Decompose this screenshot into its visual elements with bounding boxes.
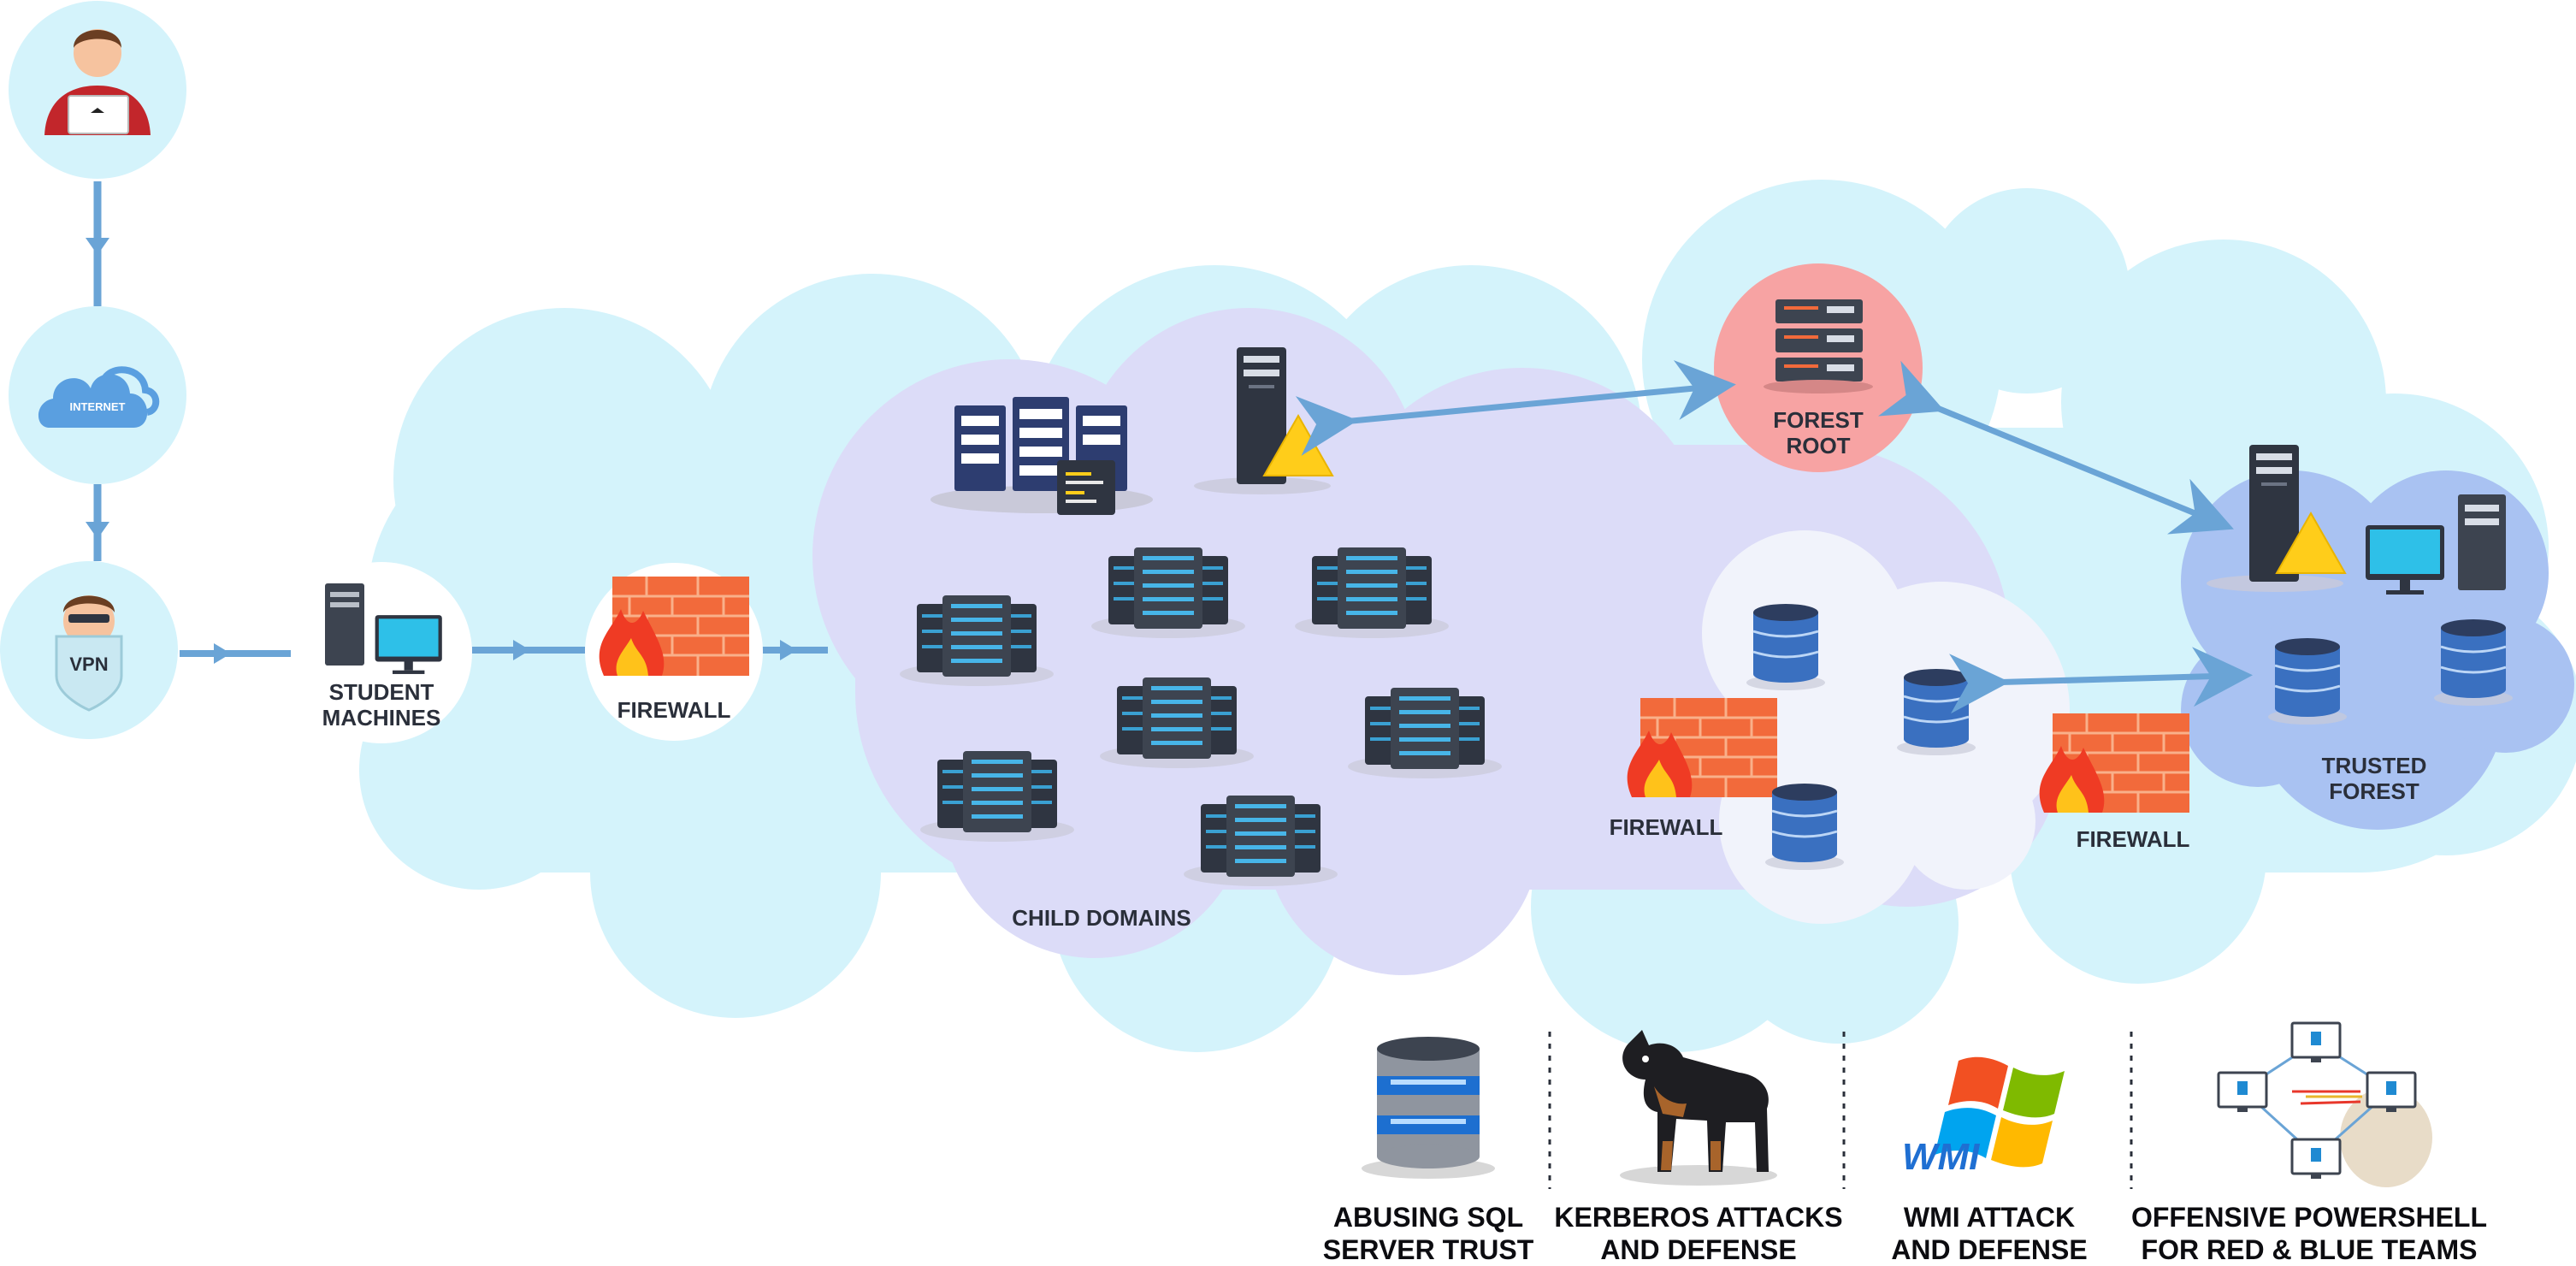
rack-server-icon [900, 595, 1054, 686]
forest-root-label: FOREST ROOT [1773, 407, 1864, 458]
firewall-icon [1626, 696, 1779, 799]
database-icon [1895, 667, 1977, 757]
wmi-logo-text: WMI [1902, 1136, 1980, 1178]
rack-server-icon [1091, 547, 1245, 638]
student-machines-node [291, 562, 472, 743]
database-icon [1764, 782, 1846, 872]
user-node [9, 1, 186, 179]
database-icon [1745, 602, 1827, 692]
doberman-dog-icon [1620, 1030, 1777, 1186]
sql-database-stack-icon [1362, 1037, 1495, 1179]
windows-computer-icon [2217, 1071, 2268, 1112]
firewall-label: FIREWALL [2076, 826, 2190, 852]
course-sql-title: ABUSING SQL SERVER TRUST [1322, 1202, 1534, 1265]
left-connector-lines [86, 181, 109, 561]
internet-node [9, 306, 186, 484]
windows-computer-icon [2366, 1071, 2417, 1112]
desktop-computer-icon [325, 583, 442, 674]
cloud-icon [38, 366, 160, 428]
windows-computer-icon [2290, 1021, 2342, 1062]
flow-arrows [180, 640, 828, 664]
child-domains-label: CHILD DOMAINS [1012, 905, 1191, 931]
trust-arrows [1295, 360, 2253, 714]
user-with-laptop-icon [44, 29, 151, 135]
windows-computer-icon [2290, 1138, 2342, 1179]
vpn-shield-user-icon [55, 595, 123, 712]
rack-server-icon [920, 751, 1074, 842]
rack-server-icon [1100, 677, 1254, 768]
rack-server-icon [1184, 796, 1338, 886]
course-wmi-title: WMI ATTACK AND DEFENSE [1891, 1202, 2088, 1265]
firewall-label: FIREWALL [1609, 814, 1723, 840]
firewall-icon [2038, 712, 2191, 814]
firewall-node-1 [585, 563, 763, 741]
windows-logo-icon [1935, 1056, 2065, 1168]
trusted-forest-label: TRUSTED FOREST [2321, 753, 2427, 804]
internet-label: INTERNET [69, 400, 126, 413]
rack-server-icon [1295, 547, 1449, 638]
forest-root-node [1714, 263, 1923, 472]
network-attack-icon [2217, 1021, 2432, 1187]
server-rack-icon [1764, 299, 1873, 393]
vpn-node [0, 561, 178, 739]
rack-server-icon [1348, 688, 1502, 778]
firewall-label: FIREWALL [617, 697, 731, 723]
student-machines-label: STUDENT MACHINES [322, 679, 441, 731]
database-icon [2266, 636, 2349, 726]
server-farm-icon [931, 397, 1153, 515]
course-powershell-title: OFFENSIVE POWERSHELL FOR RED & BLUE TEAM… [2130, 1202, 2488, 1265]
database-icon [2432, 618, 2514, 707]
course-dividers [1548, 1032, 2133, 1189]
trusted-forest-workstation [2366, 494, 2506, 595]
vpn-label: VPN [69, 654, 109, 675]
firewall-icon [598, 575, 751, 677]
course-kerberos-title: KERBEROS ATTACKS AND DEFENSE [1554, 1202, 1843, 1265]
